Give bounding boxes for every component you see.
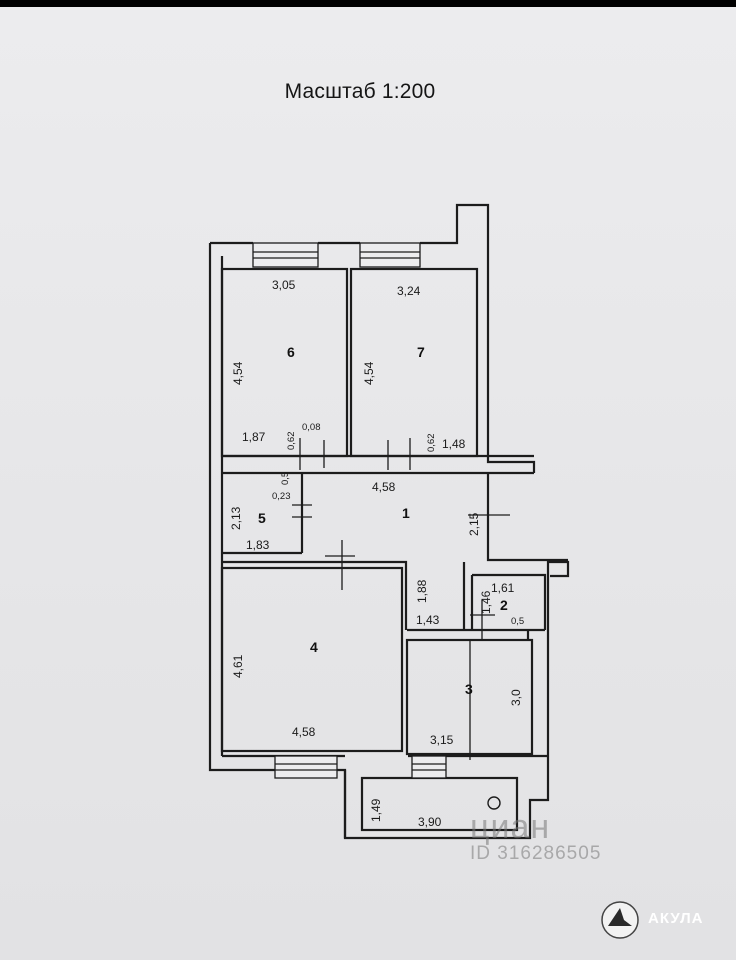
dim-room6-door: 1,87 [242,430,266,444]
room-3-number: 3 [465,681,473,697]
room-6-number: 6 [287,344,295,360]
logo-text: АКУЛА [648,910,704,927]
dim-room5-023: 0,23 [272,491,291,502]
dim-room3-width: 3,15 [430,733,454,747]
dim-room7-148: 1,48 [442,437,466,451]
dim-room7-height: 4,54 [362,361,376,385]
dim-room5-width: 1,83 [246,538,270,552]
dim-room6-width: 3,05 [272,278,296,292]
room-2-number: 2 [500,597,508,613]
dim-room4-height: 4,61 [231,654,245,678]
room-1-number: 1 [402,505,410,521]
dim-corridor-188: 1,88 [415,579,429,603]
door-marks [292,438,510,760]
dim-balcony-width: 3,90 [418,815,442,829]
top-edge-bar [0,0,736,7]
scale-title: Масштаб 1:200 [284,80,436,103]
shark-logo-icon [601,901,639,939]
dim-room5-05: 0,5 [280,472,291,485]
room-7-number: 7 [417,344,425,360]
dim-143: 1,43 [416,613,440,627]
room-4-number: 4 [310,639,318,655]
dim-room4-width: 4,58 [292,725,316,739]
dim-corridor-215: 2,15 [467,512,481,536]
watermark: циан ID 316286505 [470,808,680,865]
dim-room7-width: 3,24 [397,284,421,298]
akula-logo: АКУЛА [600,898,730,942]
dim-room5-height: 2,13 [229,506,243,530]
dim-room2-height: 1,46 [479,590,493,614]
dim-room2-width: 1,61 [491,581,515,595]
dim-room7-062: 0,62 [426,434,437,453]
dim-room2-05: 0,5 [511,616,524,627]
sink-icon [487,796,501,810]
watermark-id: ID 316286505 [470,843,602,864]
dim-room3-height: 3,0 [509,689,523,706]
watermark-brand: циан [470,808,551,846]
room-5-number: 5 [258,510,266,526]
dim-room6-height: 4,54 [231,361,245,385]
dim-corridor-length: 4,58 [372,480,396,494]
dim-balcony-height: 1,49 [369,798,383,822]
dim-room6-008: 0,08 [302,422,321,433]
dim-room6-062: 0,62 [286,432,297,451]
windows [252,242,447,779]
